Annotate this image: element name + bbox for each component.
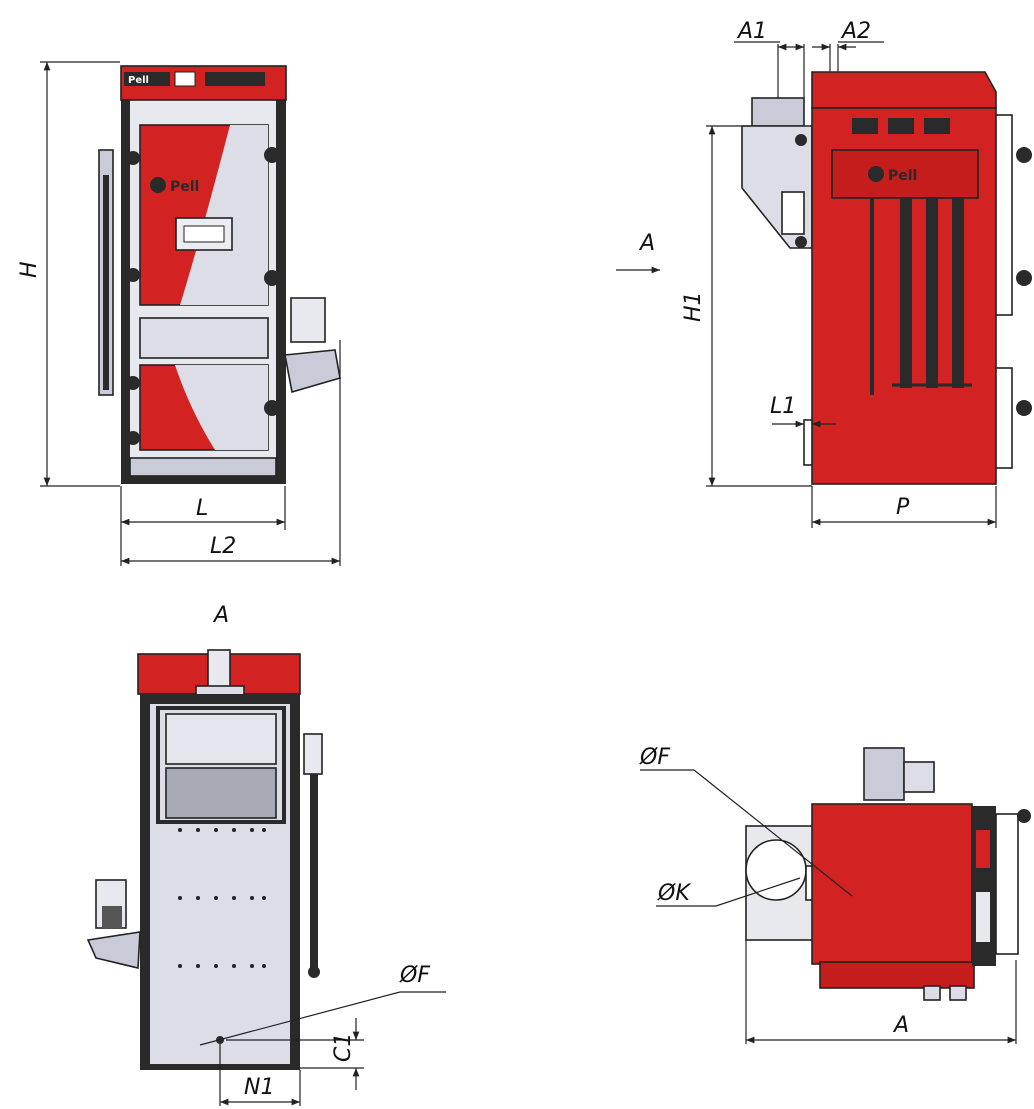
dim-label-h1: H1: [681, 291, 706, 322]
dim-label-rear-phi-f: ØF: [399, 963, 430, 988]
front-burner-fan: [290, 297, 326, 343]
front-door-logo-text: Pell: [170, 179, 199, 195]
dim-label-l1: L1: [770, 394, 796, 419]
dim-label-c1: C1: [331, 1033, 356, 1062]
rear-screw-row-1: [178, 828, 266, 832]
dim-label-top-phi-f: ØF: [639, 745, 670, 770]
dim-label-p: P: [896, 495, 910, 520]
front-view: Pell Pell H L: [17, 61, 341, 566]
top-body: [811, 803, 973, 965]
dim-label-l2: L2: [210, 534, 236, 559]
front-middle-panel: [139, 317, 269, 359]
front-logo-emblem: [150, 177, 166, 193]
dim-label-top-a: A: [892, 1013, 909, 1038]
side-logo-text: Pell: [888, 168, 917, 184]
rear-poker: [303, 733, 323, 775]
rear-hopper-window-bottom: [165, 767, 277, 819]
dim-label-phi-k: ØK: [657, 881, 691, 906]
dim-label-h: H: [17, 261, 42, 278]
side-hopper-top: [751, 97, 805, 127]
dim-label-l: L: [196, 496, 208, 521]
front-burner-tray: [284, 349, 341, 394]
top-chimney-outlet: [745, 839, 807, 901]
dim-label-a2: A2: [840, 19, 871, 44]
rear-view: A ØF: [86, 603, 446, 1106]
rear-screw-row-2: [178, 896, 266, 900]
dim-label-n1: N1: [244, 1075, 274, 1100]
top-fan: [863, 747, 905, 801]
rear-burner-tray: [86, 931, 141, 969]
side-body-top: [811, 71, 997, 109]
top-view: ØF ØK A: [639, 745, 1031, 1044]
rear-view-title: A: [212, 603, 229, 628]
side-view: Pell A1 A2 A H1 L1: [616, 19, 1032, 528]
front-logo-text: Pell: [128, 75, 149, 86]
rear-screw-row-3: [178, 964, 266, 968]
dim-label-a1: A1: [736, 19, 767, 44]
rear-hopper-window-top: [165, 713, 277, 765]
view-arrow-label-a: A: [638, 231, 655, 256]
